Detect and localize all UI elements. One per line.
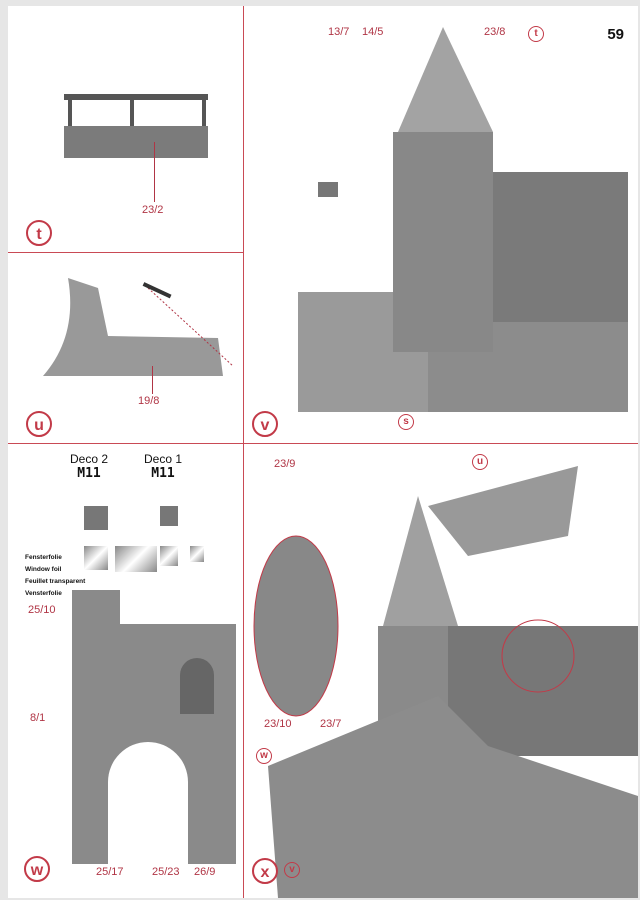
part-label: 23/9 [274, 458, 296, 470]
part-label: 19/8 [138, 395, 160, 407]
step-marker-u: u [26, 411, 52, 437]
castle-assembly-image [253, 466, 638, 898]
part-label: 23/7 [320, 718, 342, 730]
part-label: 8/1 [30, 712, 46, 724]
part-label: 23/2 [142, 204, 164, 216]
ref-marker-u: u [472, 454, 488, 470]
ref-marker-s: s [398, 414, 414, 430]
part-label: 25/23 [152, 866, 180, 878]
part-label: 13/7 [328, 26, 350, 38]
part-label: 25/10 [28, 604, 56, 616]
divider [8, 443, 638, 444]
railing-part [64, 94, 208, 100]
step-marker-v: v [252, 411, 278, 437]
step-marker-w: w [24, 856, 50, 882]
instruction-page: 59 23/2 t 19/8 u 13/7 14/5 23/8 t s v De… [8, 6, 638, 898]
step-marker-t: t [26, 220, 52, 246]
castle-assembly-image [298, 27, 628, 412]
wall-part [64, 126, 208, 158]
page-number: 59 [607, 26, 624, 43]
ref-marker-t: t [528, 26, 544, 42]
part-label: 25/17 [96, 866, 124, 878]
part-label: 26/9 [194, 866, 216, 878]
roof-part [43, 278, 234, 376]
part-label: 23/8 [484, 26, 506, 38]
step-marker-x: x [252, 858, 278, 884]
divider [8, 252, 243, 253]
part-label: 14/5 [362, 26, 384, 38]
divider [243, 6, 244, 898]
part-label: 23/10 [264, 718, 292, 730]
ref-marker-v: v [284, 862, 300, 878]
ref-marker-w: w [256, 748, 272, 764]
